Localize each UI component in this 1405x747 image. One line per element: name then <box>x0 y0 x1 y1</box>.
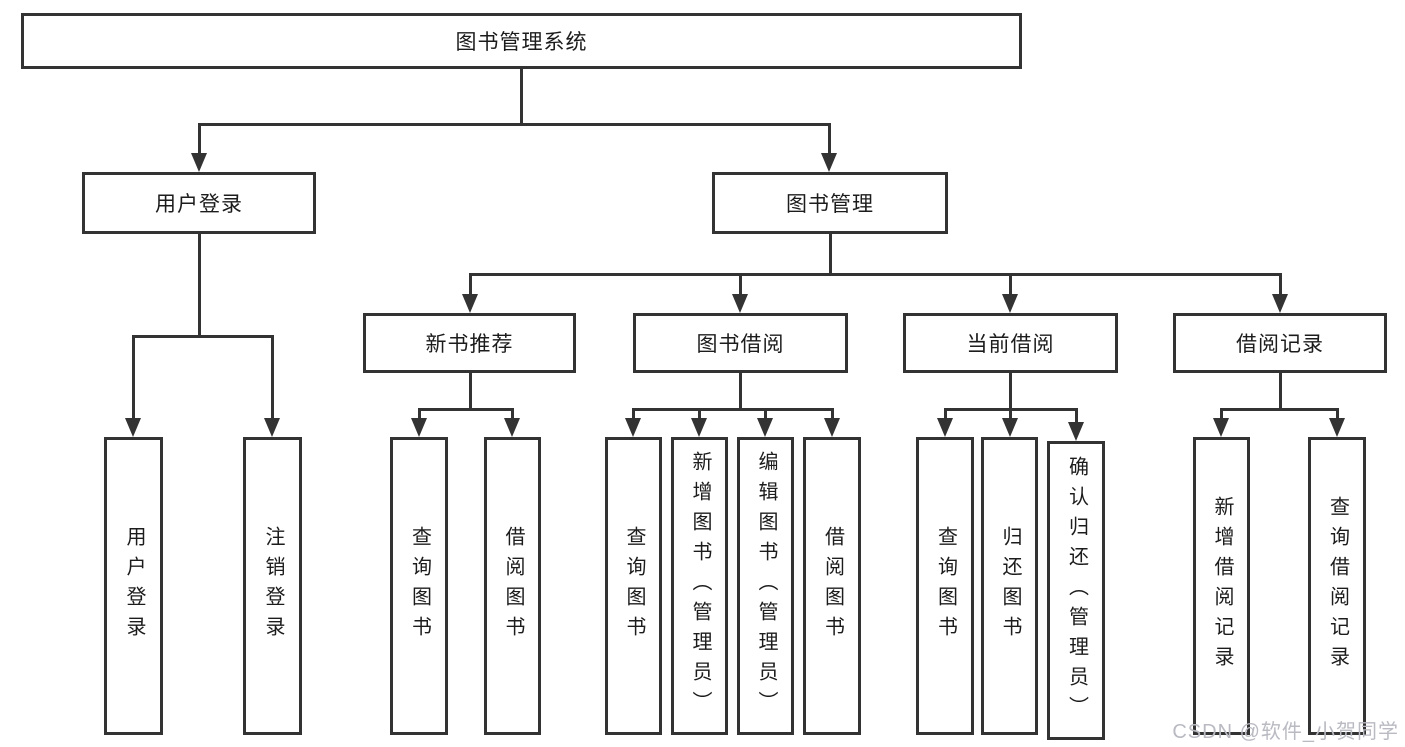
node-user-login: 用户登录 <box>82 172 316 234</box>
arrowhead-down-icon <box>411 418 427 437</box>
leaf-borrow-edit-admin: 编辑图书（管理员） <box>737 437 794 735</box>
connector-stem-line <box>828 234 832 276</box>
connector-bar-line <box>468 273 1282 276</box>
connector-drop-line <box>943 408 947 427</box>
connector-drop-line <box>197 123 201 162</box>
node-book-borrow: 图书借阅 <box>633 313 848 373</box>
arrowhead-down-icon <box>732 294 748 313</box>
arrowhead-down-icon <box>1002 294 1018 313</box>
connector-stem-line <box>197 234 201 338</box>
connector-bar-line <box>631 408 834 411</box>
leaf-logout-label: 注销登录 <box>262 526 284 646</box>
leaf-logout: 注销登录 <box>243 437 302 735</box>
leaf-newbook-query: 查询图书 <box>390 437 448 735</box>
leaf-record-add-label: 新增借阅记录 <box>1211 496 1233 676</box>
leaf-borrow-query-label: 查询图书 <box>623 526 645 646</box>
leaf-current-return-label: 归还图书 <box>999 526 1021 646</box>
connector-drop-line <box>1008 408 1012 427</box>
leaf-record-query-label: 查询借阅记录 <box>1326 496 1349 676</box>
connector-bar-line <box>131 335 274 338</box>
node-new-book-recommend-label: 新书推荐 <box>425 332 514 356</box>
connector-drop-line <box>1335 408 1339 427</box>
connector-stem-line <box>519 69 523 126</box>
arrowhead-down-icon <box>1213 418 1229 437</box>
leaf-newbook-query-label: 查询图书 <box>408 526 431 646</box>
connector-drop-line <box>468 273 472 303</box>
arrowhead-down-icon <box>1068 422 1084 441</box>
leaf-user-login-label: 用户登录 <box>123 526 145 646</box>
leaf-current-query-label: 查询图书 <box>934 526 957 646</box>
arrowhead-down-icon <box>462 294 478 313</box>
arrowhead-down-icon <box>691 418 707 437</box>
leaf-current-confirm-admin-label: 确认归还（管理员） <box>1065 455 1088 726</box>
leaf-borrow-add-admin: 新增图书（管理员） <box>671 437 728 735</box>
leaf-current-confirm-admin: 确认归还（管理员） <box>1047 441 1105 740</box>
node-new-book-recommend: 新书推荐 <box>363 313 576 373</box>
connector-bar-line <box>197 123 831 126</box>
node-root-label: 图书管理系统 <box>455 30 588 54</box>
arrowhead-down-icon <box>125 418 141 437</box>
arrowhead-down-icon <box>937 418 953 437</box>
node-current-borrow: 当前借阅 <box>903 313 1118 373</box>
arrowhead-down-icon <box>821 153 837 172</box>
arrowhead-down-icon <box>625 418 641 437</box>
connector-drop-line <box>738 273 742 303</box>
node-book-borrow-label: 图书借阅 <box>696 332 785 356</box>
connector-drop-line <box>131 335 135 427</box>
connector-drop-line <box>827 123 831 162</box>
node-current-borrow-label: 当前借阅 <box>966 332 1055 356</box>
leaf-borrow-book-label: 借阅图书 <box>821 526 844 646</box>
arrowhead-down-icon <box>504 418 520 437</box>
node-user-login-label: 用户登录 <box>155 192 243 216</box>
connector-bar-line <box>1219 408 1339 411</box>
connector-drop-line <box>270 335 274 427</box>
arrowhead-down-icon <box>1329 418 1345 437</box>
arrowhead-down-icon <box>757 418 773 437</box>
node-borrow-record: 借阅记录 <box>1173 313 1387 373</box>
arrowhead-down-icon <box>1272 294 1288 313</box>
arrowhead-down-icon <box>191 153 207 172</box>
connector-stem-line <box>1278 373 1282 411</box>
node-borrow-record-label: 借阅记录 <box>1236 332 1324 356</box>
node-book-management-label: 图书管理 <box>786 192 874 216</box>
node-book-management: 图书管理 <box>712 172 948 234</box>
connector-drop-line <box>510 408 514 427</box>
leaf-record-add: 新增借阅记录 <box>1193 437 1250 735</box>
connector-stem-line <box>1008 373 1012 411</box>
arrowhead-down-icon <box>264 418 280 437</box>
connector-stem-line <box>468 373 472 411</box>
connector-drop-line <box>1074 408 1078 431</box>
arrowhead-down-icon <box>824 418 840 437</box>
leaf-current-return: 归还图书 <box>981 437 1038 735</box>
leaf-borrow-edit-admin-label: 编辑图书（管理员） <box>755 451 777 721</box>
connector-drop-line <box>1219 408 1223 427</box>
connector-stem-line <box>738 373 742 411</box>
leaf-current-query: 查询图书 <box>916 437 974 735</box>
connector-drop-line <box>1278 273 1282 303</box>
node-root: 图书管理系统 <box>21 13 1022 69</box>
connector-drop-line <box>417 408 421 427</box>
leaf-newbook-borrow: 借阅图书 <box>484 437 541 735</box>
connector-drop-line <box>631 408 635 427</box>
leaf-borrow-query: 查询图书 <box>605 437 662 735</box>
leaf-record-query: 查询借阅记录 <box>1308 437 1366 735</box>
connector-bar-line <box>417 408 514 411</box>
connector-drop-line <box>763 408 767 427</box>
leaf-borrow-book: 借阅图书 <box>803 437 861 735</box>
connector-drop-line <box>1008 273 1012 303</box>
leaf-newbook-borrow-label: 借阅图书 <box>502 526 524 646</box>
leaf-borrow-add-admin-label: 新增图书（管理员） <box>689 451 711 721</box>
leaf-user-login: 用户登录 <box>104 437 163 735</box>
csdn-watermark: CSDN @软件_小贺同学 <box>1172 721 1399 743</box>
arrowhead-down-icon <box>1002 418 1018 437</box>
connector-drop-line <box>830 408 834 427</box>
connector-drop-line <box>697 408 701 427</box>
